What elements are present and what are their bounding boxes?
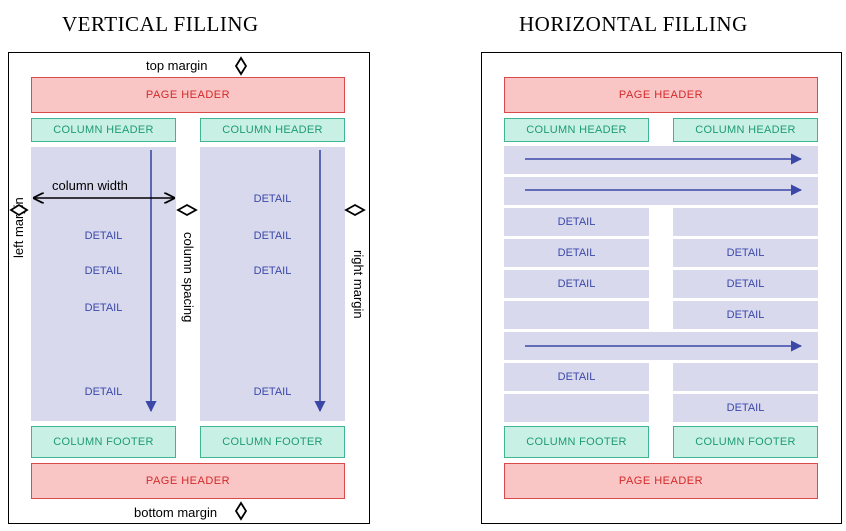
- bottom-margin-label: bottom margin: [134, 505, 218, 520]
- horizontal-detail-r9-c2: DETAIL: [726, 402, 765, 414]
- horizontal-page-footer: PAGE HEADER: [504, 463, 818, 499]
- vertical-column-footer-1: COLUMN FOOTER: [31, 426, 176, 458]
- vertical-detail-c1-4: DETAIL: [84, 386, 123, 398]
- horizontal-column-footer-2: COLUMN FOOTER: [673, 426, 818, 458]
- horizontal-row-9-c2: [673, 394, 818, 422]
- vertical-detail-c1-1: DETAIL: [84, 230, 123, 242]
- vertical-page-header: PAGE HEADER: [31, 77, 345, 113]
- right-margin-label: right margin: [351, 250, 366, 319]
- vertical-detail-c2-2: DETAIL: [253, 230, 292, 242]
- horizontal-filling-title: HORIZONTAL FILLING: [519, 12, 748, 36]
- horizontal-row-5-c1: [504, 270, 649, 298]
- left-margin-label: left margin: [11, 197, 26, 258]
- column-spacing-label: column spacing: [181, 232, 196, 323]
- horizontal-row-1: [504, 146, 818, 174]
- vertical-detail-area-2: [200, 147, 345, 421]
- horizontal-row-3-c1: [504, 208, 649, 236]
- horizontal-column-header-2: COLUMN HEADER: [673, 118, 818, 142]
- horizontal-page-header: PAGE HEADER: [504, 77, 818, 113]
- horizontal-detail-r6-c2: DETAIL: [726, 309, 765, 321]
- horizontal-row-8-c2: [673, 363, 818, 391]
- vertical-detail-c1-2: DETAIL: [84, 265, 123, 277]
- horizontal-detail-r8-c1: DETAIL: [557, 371, 596, 383]
- horizontal-row-4-c2: [673, 239, 818, 267]
- vertical-detail-c2-4: DETAIL: [253, 386, 292, 398]
- vertical-detail-c2-3: DETAIL: [253, 265, 292, 277]
- horizontal-row-9-c1: [504, 394, 649, 422]
- horizontal-detail-r5-c2: DETAIL: [726, 278, 765, 290]
- column-width-label: column width: [52, 178, 128, 193]
- horizontal-row-6-c2: [673, 301, 818, 329]
- horizontal-detail-r4-c1: DETAIL: [557, 247, 596, 259]
- horizontal-row-7: [504, 332, 818, 360]
- horizontal-detail-r3-c1: DETAIL: [557, 216, 596, 228]
- vertical-detail-c1-3: DETAIL: [84, 302, 123, 314]
- horizontal-column-header-1: COLUMN HEADER: [504, 118, 649, 142]
- vertical-page-footer: PAGE HEADER: [31, 463, 345, 499]
- vertical-column-header-2: COLUMN HEADER: [200, 118, 345, 142]
- horizontal-row-8-c1: [504, 363, 649, 391]
- horizontal-detail-r4-c2: DETAIL: [726, 247, 765, 259]
- horizontal-row-2: [504, 177, 818, 205]
- horizontal-detail-r5-c1: DETAIL: [557, 278, 596, 290]
- vertical-detail-c2-1: DETAIL: [253, 193, 292, 205]
- horizontal-row-3-c2: [673, 208, 818, 236]
- vertical-filling-title: VERTICAL FILLING: [62, 12, 259, 36]
- vertical-column-footer-2: COLUMN FOOTER: [200, 426, 345, 458]
- horizontal-row-4-c1: [504, 239, 649, 267]
- vertical-column-header-1: COLUMN HEADER: [31, 118, 176, 142]
- horizontal-column-footer-1: COLUMN FOOTER: [504, 426, 649, 458]
- horizontal-row-6-c1: [504, 301, 649, 329]
- top-margin-label: top margin: [146, 58, 208, 73]
- horizontal-row-5-c2: [673, 270, 818, 298]
